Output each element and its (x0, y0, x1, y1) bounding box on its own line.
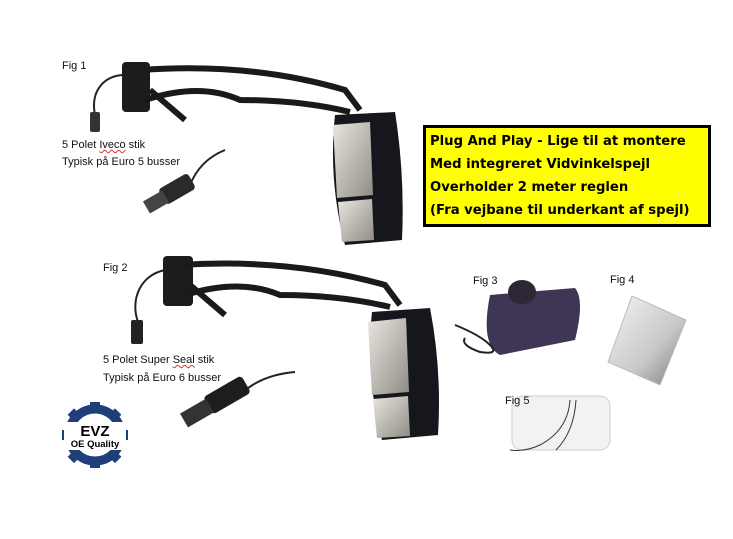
fig1-desc-suffix: stik (125, 139, 146, 151)
logo-brand: EVZ (80, 423, 110, 440)
feature-line: Overholder 2 meter reglen (430, 180, 629, 195)
feature-line: (Fra vejbane til underkant af spejl) (430, 203, 690, 218)
fig1-usage-desc: Typisk på Euro 5 busser (62, 156, 181, 168)
evz-logo-icon (62, 402, 128, 468)
fig1-desc-brand: Iveco (99, 139, 126, 151)
fig2-desc-brand: Seal (172, 354, 195, 366)
fig2-connector-desc: 5 Polet Super Seal stik (103, 354, 214, 366)
mirror-fig2 (131, 256, 439, 440)
fig5-label: Fig 5 (505, 395, 530, 407)
logo-tagline: OE Quality (70, 439, 120, 450)
feature-highlight-box: Plug And Play - Lige til at montere Med … (423, 125, 711, 227)
fig1-desc-prefix: 5 Polet (62, 139, 100, 151)
fig3-label: Fig 3 (473, 275, 498, 287)
fig1-connector-desc: 5 Polet Iveco stik (62, 139, 145, 151)
fig2-desc-prefix: 5 Polet Super (103, 354, 173, 366)
mirror-glass-fig4 (607, 295, 687, 386)
fig2-usage-desc: Typisk på Euro 6 busser (103, 372, 222, 384)
fig4-label: Fig 4 (610, 274, 635, 286)
heating-element-fig5 (509, 395, 611, 451)
feature-line: Med integreret Vidvinkelspejl (430, 157, 651, 172)
mirror-fig1 (90, 62, 403, 245)
fig2-label: Fig 2 (103, 262, 128, 274)
fig2-desc-suffix: stik (194, 354, 215, 366)
fig1-label: Fig 1 (62, 60, 87, 72)
heater-pad-fig3 (454, 280, 580, 355)
feature-line: Plug And Play - Lige til at montere (430, 134, 686, 149)
evz-logo: EVZ OE Quality (64, 424, 126, 450)
